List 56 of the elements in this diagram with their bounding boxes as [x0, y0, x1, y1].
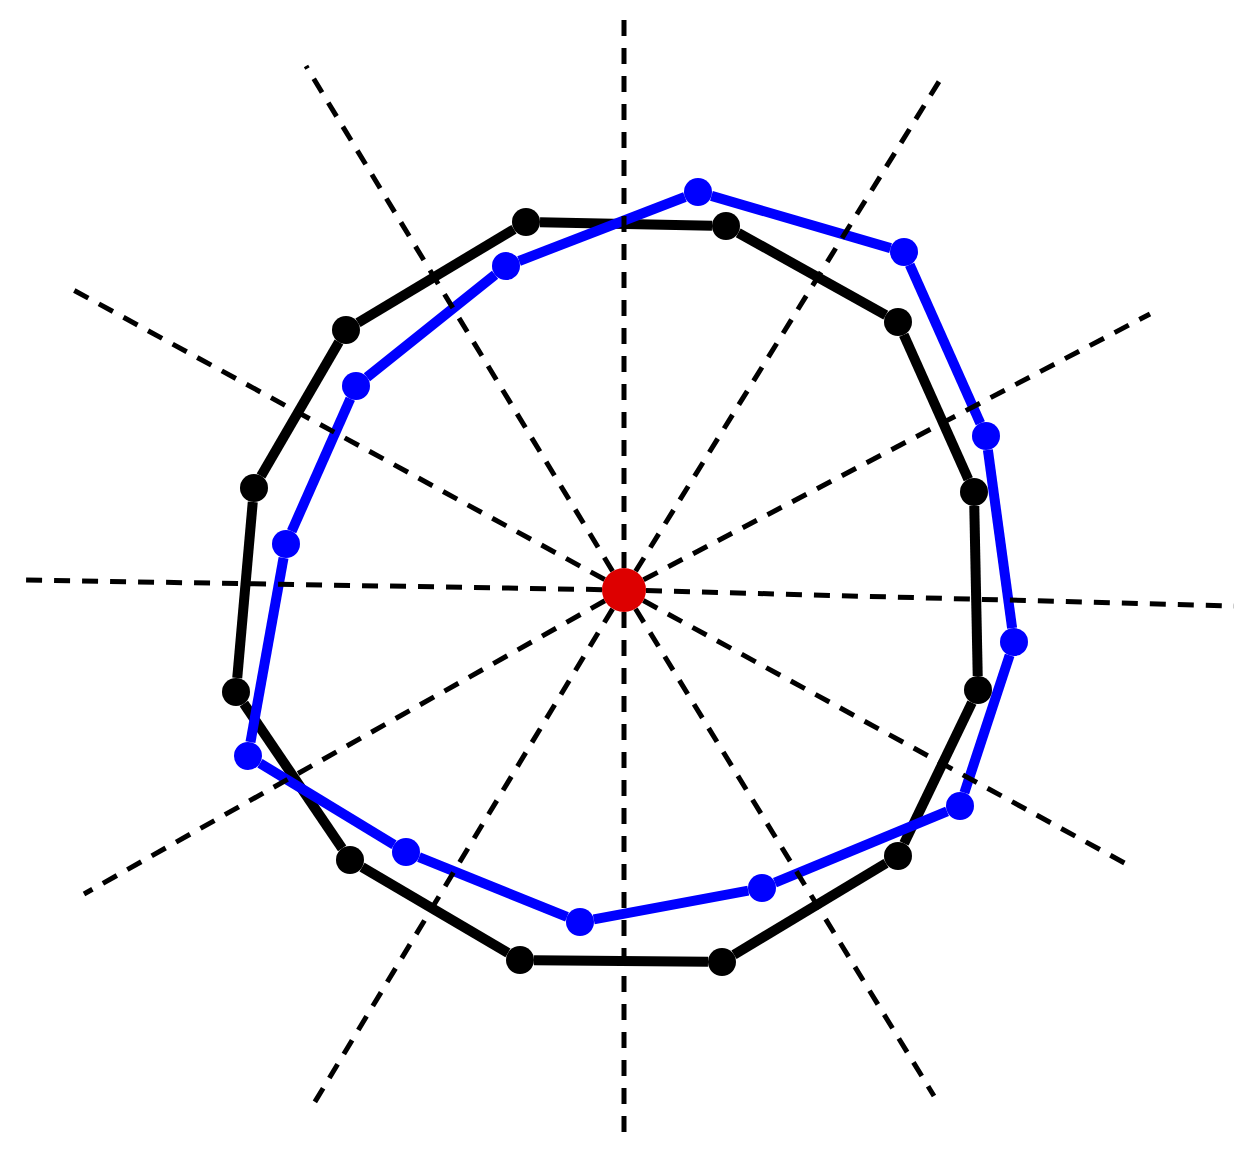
vertex-dot — [890, 238, 918, 266]
vertex-dot — [946, 792, 974, 820]
polygon-edge — [257, 759, 397, 849]
vertex-dot — [506, 946, 534, 974]
polygon-edge — [245, 556, 289, 744]
polygon-edge — [355, 224, 517, 328]
polygon-edge — [592, 885, 750, 925]
vertex-dot — [972, 422, 1000, 450]
vertex-dot — [960, 478, 988, 506]
vertex-dot — [748, 874, 776, 902]
vertex-dot — [222, 678, 250, 706]
vertex-dot — [492, 252, 520, 280]
polygon-edge — [517, 192, 687, 266]
vertex-dot — [884, 308, 912, 336]
vertex-dot — [234, 742, 262, 770]
vertex-dot — [342, 372, 370, 400]
polygon-edge — [773, 806, 949, 888]
vertex-dot — [712, 212, 740, 240]
polygon-edge — [232, 501, 258, 679]
polygon-edge — [539, 217, 713, 231]
polygon-edge — [256, 339, 344, 479]
dashed-ray — [303, 64, 615, 573]
polygon-edge — [287, 396, 355, 534]
center-point — [602, 568, 646, 612]
polygon-edge — [533, 955, 709, 967]
polygon-edge — [959, 653, 1015, 795]
polygon-edge — [899, 700, 977, 846]
vertex-dot — [332, 316, 360, 344]
polygon-edge — [417, 852, 569, 922]
polygon-edge — [982, 449, 1018, 629]
vertex-dot — [708, 948, 736, 976]
polygon-edge — [363, 270, 499, 382]
vertex-dot — [392, 838, 420, 866]
polygon-edge — [731, 858, 889, 960]
vertex-dot — [240, 474, 268, 502]
vertex-dot — [566, 908, 594, 936]
vertex-dot — [884, 842, 912, 870]
polygon-edge — [969, 505, 983, 677]
vertex-dot — [684, 178, 712, 206]
vertex-dot — [336, 846, 364, 874]
dashed-ray — [633, 78, 943, 573]
vertex-dot — [272, 530, 300, 558]
dashed-ray — [23, 577, 603, 593]
polygon-edge — [359, 862, 511, 958]
polygon-edge — [899, 332, 973, 482]
dashed-ray — [621, 20, 627, 568]
polygon-edge — [710, 191, 892, 253]
dashed-ray — [642, 311, 1152, 582]
polygon-edge — [905, 262, 985, 426]
dashed-ray — [633, 607, 937, 1098]
polygon-edge — [239, 700, 347, 852]
vertex-dot — [964, 676, 992, 704]
vertex-dot — [1000, 628, 1028, 656]
vertex-dot — [512, 208, 540, 236]
dashed-ray — [82, 598, 607, 897]
polygon-edge — [735, 228, 889, 320]
